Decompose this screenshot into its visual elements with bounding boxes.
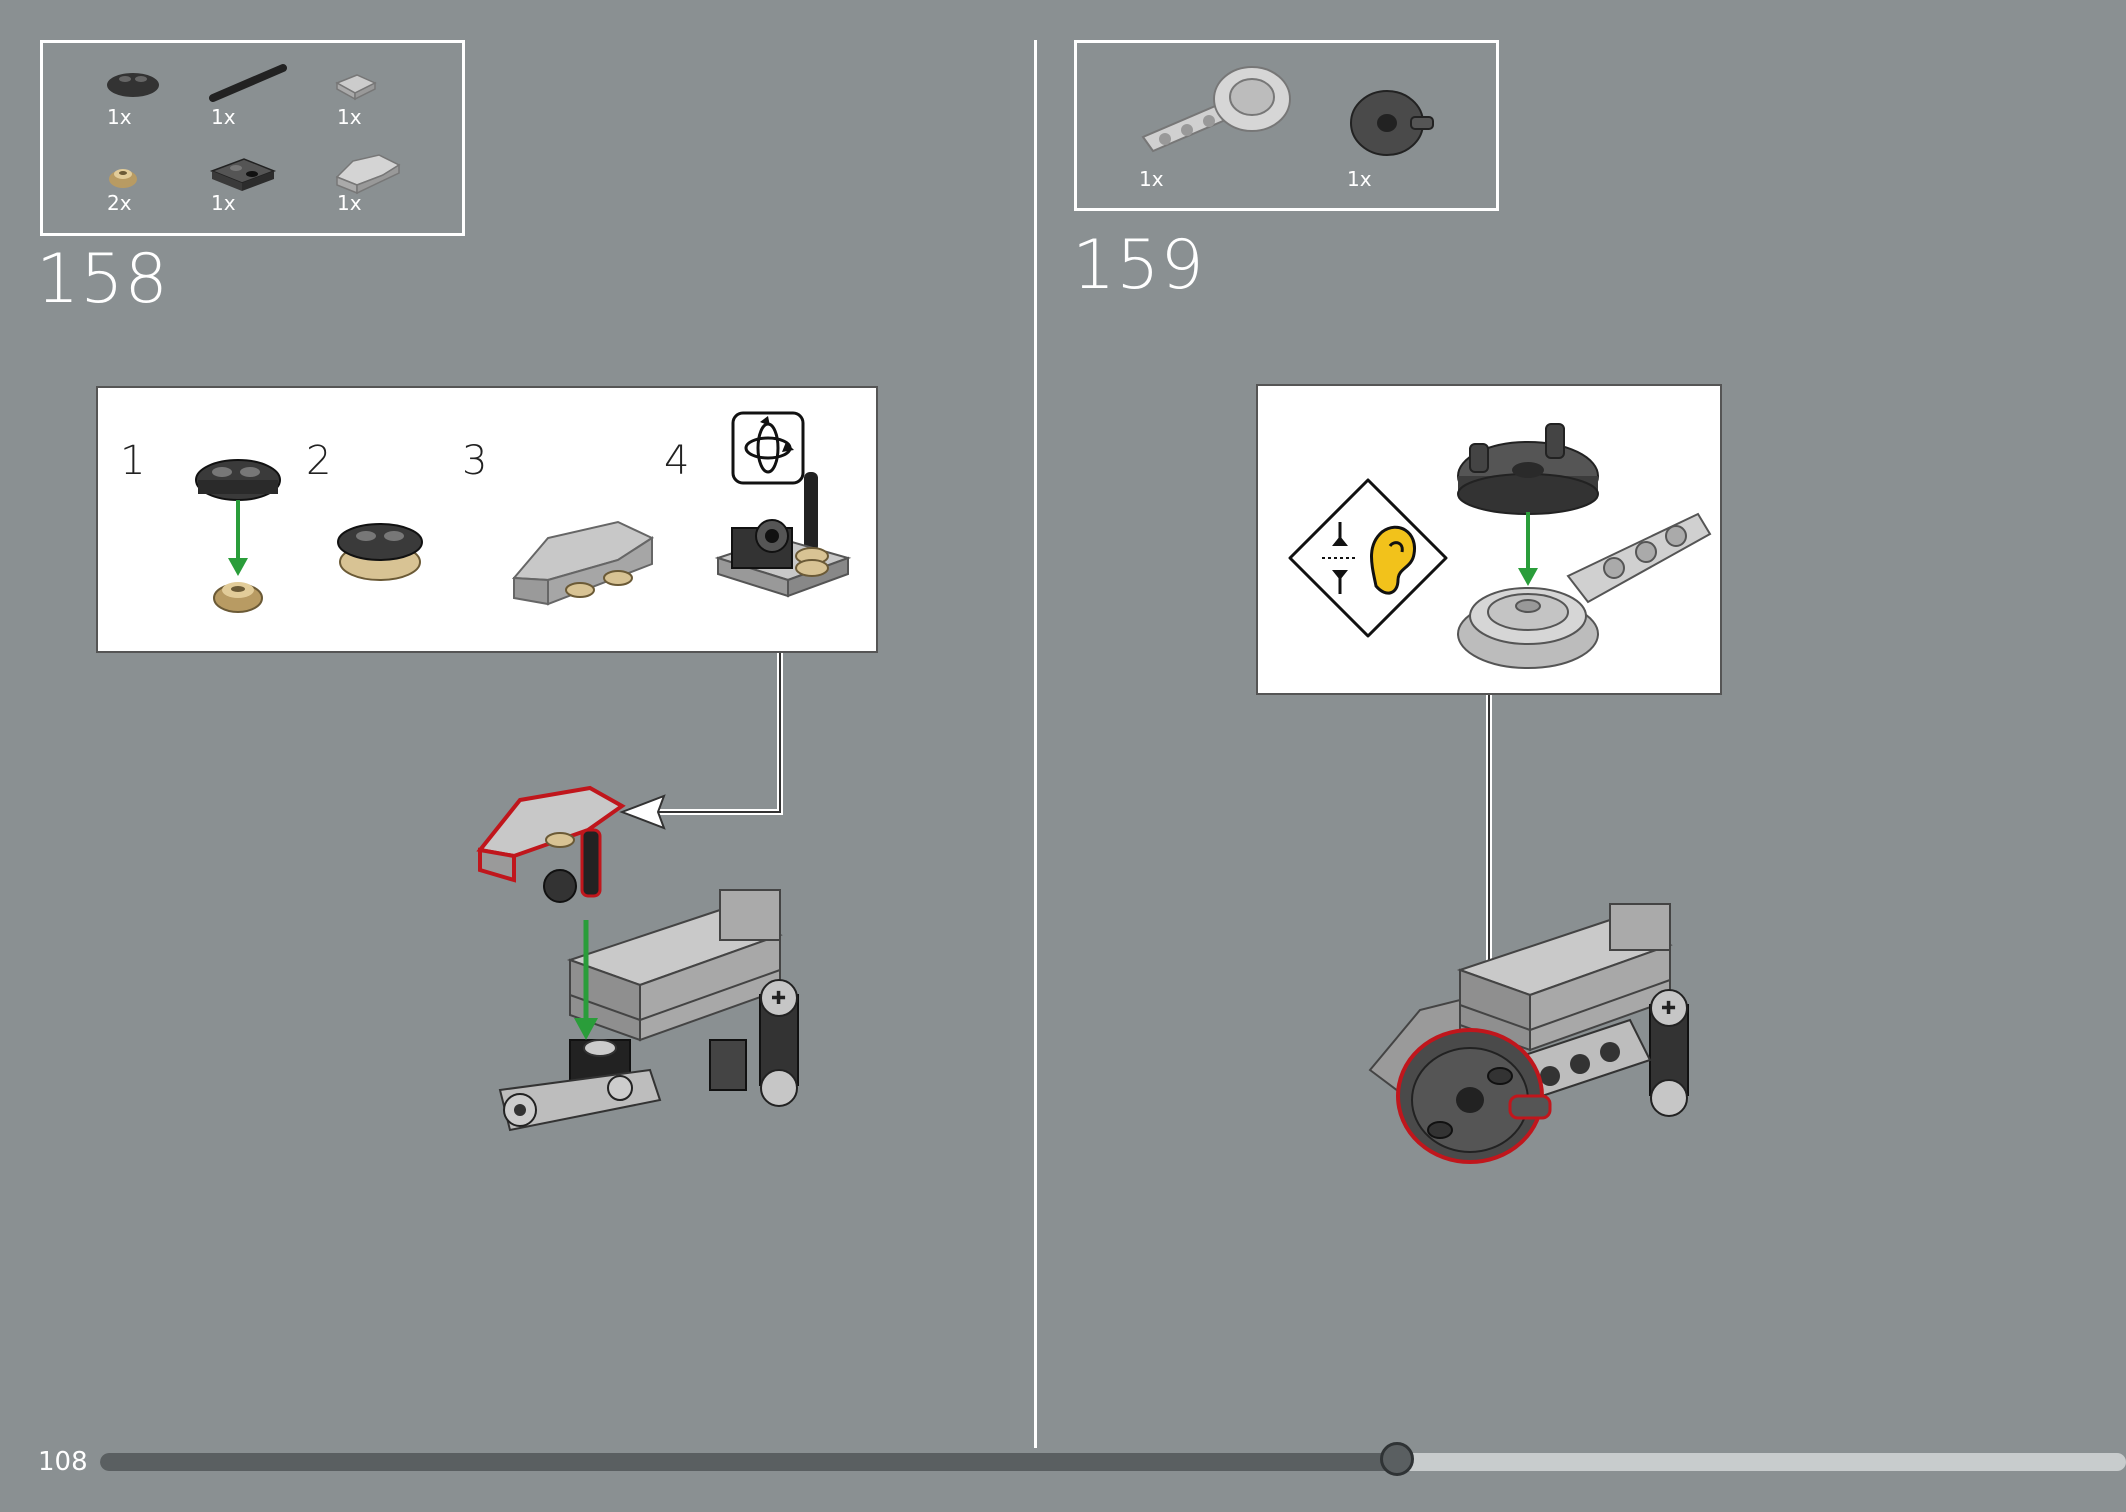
model-assembly-159: ✚ bbox=[1368, 903, 1689, 1164]
parts-list-159: 1x 1x bbox=[1074, 40, 1499, 211]
part-qty: 1x bbox=[337, 105, 362, 129]
substep-1-illustration bbox=[195, 459, 281, 613]
parts-list-158: 1x 1x 1x 2x 1x 1x bbox=[40, 40, 465, 236]
svg-text:✚: ✚ bbox=[1661, 998, 1676, 1019]
light-beam-with-turntable-icon bbox=[1141, 66, 1291, 153]
dark-round-hub-icon bbox=[1350, 90, 1434, 156]
step-number-159: 159 bbox=[1072, 226, 1205, 305]
rotate-model-icon bbox=[731, 411, 805, 485]
substep-4-illustration bbox=[714, 472, 852, 598]
click-sound-ear-icon bbox=[1288, 478, 1448, 638]
substep-number: 2 bbox=[306, 438, 332, 484]
progress-fill bbox=[100, 1453, 1397, 1471]
model-assembly-158: ✚ bbox=[476, 785, 799, 1132]
light-tile-1x1-icon bbox=[335, 74, 377, 101]
callout-connector-159 bbox=[1472, 695, 1506, 1033]
page-divider bbox=[1034, 40, 1037, 1448]
black-axle-icon bbox=[209, 64, 287, 102]
svg-text:✚: ✚ bbox=[771, 988, 786, 1009]
part-qty: 1x bbox=[107, 105, 132, 129]
callout-connector-158 bbox=[619, 653, 783, 830]
light-slope-icon bbox=[335, 154, 401, 195]
page-number: 108 bbox=[38, 1447, 88, 1477]
part-qty: 1x bbox=[211, 191, 236, 215]
substep-number: 3 bbox=[462, 438, 488, 484]
substep-2-illustration bbox=[337, 523, 423, 581]
sub-assembly-callout-159 bbox=[1256, 384, 1722, 695]
progress-indicator bbox=[1379, 1442, 1414, 1476]
part-qty: 2x bbox=[107, 191, 132, 215]
part-qty: 1x bbox=[1139, 167, 1164, 191]
part-qty: 1x bbox=[1347, 167, 1372, 191]
turntable-assembly-illustration bbox=[1457, 423, 1712, 669]
dark-plate-with-pin-icon bbox=[209, 158, 277, 191]
substep-number: 4 bbox=[664, 438, 690, 484]
substep-number: 1 bbox=[120, 438, 146, 484]
sub-assembly-callout-158: 1 2 3 4 bbox=[96, 386, 878, 653]
part-qty: 1x bbox=[337, 191, 362, 215]
substep-3-illustration bbox=[511, 520, 655, 606]
step-number-158: 158 bbox=[36, 240, 169, 319]
tan-round-plate-icon bbox=[109, 169, 137, 188]
dark-plate-1x2-icon bbox=[107, 73, 159, 97]
part-qty: 1x bbox=[211, 105, 236, 129]
